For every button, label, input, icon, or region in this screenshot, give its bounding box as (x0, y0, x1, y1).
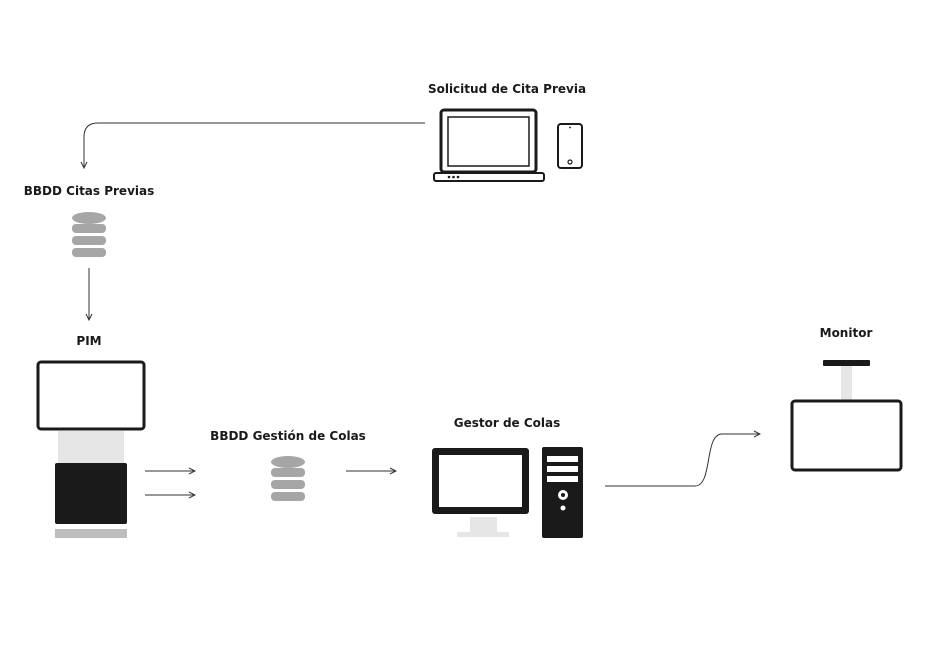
kiosk-icon (36, 360, 146, 538)
node-label-gestor: Gestor de Colas (453, 416, 561, 430)
node-label-solicitud: Solicitud de Cita Previa (427, 82, 587, 96)
laptop-icon (433, 108, 545, 182)
node-label-pim: PIM (76, 334, 102, 348)
ceiling-monitor-icon (790, 360, 903, 472)
desktop-monitor-icon (432, 448, 529, 537)
node-label-bbdd-citas: BBDD Citas Previas (23, 184, 155, 198)
node-label-bbdd-colas: BBDD Gestión de Colas (210, 429, 366, 443)
pc-tower-icon (542, 447, 583, 538)
database-icon (72, 212, 106, 257)
edge-solicitud-to-citas (84, 122, 425, 168)
edge-gestor-to-monitor (605, 434, 760, 487)
smartphone-icon (557, 123, 583, 169)
database-icon (271, 456, 305, 501)
node-label-monitor: Monitor (819, 326, 873, 340)
